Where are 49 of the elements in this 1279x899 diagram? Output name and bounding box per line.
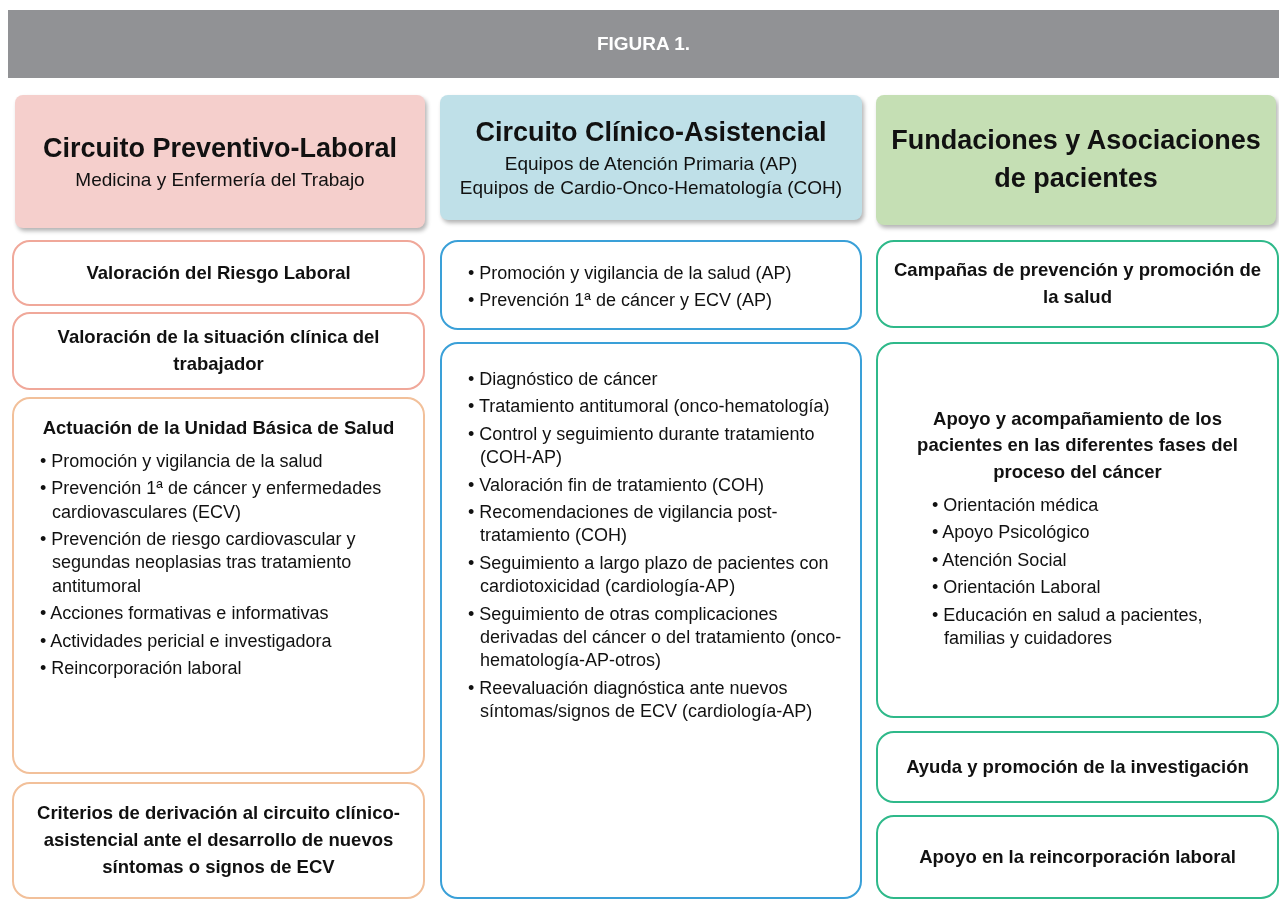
box-heading: Ayuda y promoción de la investigación bbox=[905, 754, 1250, 779]
bullet-item: • Atención Social bbox=[932, 548, 1068, 572]
box-heading: Apoyo y acompañamiento de los pacientes en las diferentes fases del proceso del cáncer bbox=[916, 406, 1239, 485]
column-heading: Circuito Clínico-Asistencial bbox=[475, 115, 827, 149]
subtitle-text: Equipos de Atención Primaria (AP) bbox=[504, 151, 798, 176]
rounded-box bbox=[876, 240, 1279, 328]
bullet-item: • Control y seguimiento durante tratamiento (COH-AP) bbox=[468, 422, 816, 470]
bullet-item: • Promoción y vigilancia de la salud (AP) bbox=[468, 261, 793, 285]
bullet-item: • Prevención 1ª de cáncer y enfermedades cardiovasculares (ECV) bbox=[40, 477, 383, 524]
rounded-box bbox=[12, 240, 425, 306]
column-header-card bbox=[15, 95, 425, 228]
rounded-box bbox=[12, 782, 425, 899]
box-heading: Valoración del Riesgo Laboral bbox=[85, 260, 352, 285]
bullet-item: • Tratamiento antitumoral (onco-hematología) bbox=[468, 395, 831, 419]
box-heading: Valoración de la situación clínica del trabajador bbox=[56, 325, 381, 376]
bullet-item: • Seguimiento a largo plazo de pacientes con cardiotoxicidad (cardiología-AP) bbox=[468, 551, 830, 599]
bullet-item: • Prevención de riesgo cardiovascular y segundas neoplasias tras tratamiento antitumoral bbox=[40, 528, 357, 598]
bullet-item: • Diagnóstico de cáncer bbox=[468, 368, 659, 391]
column-heading: Fundaciones y Asociaciones de pacientes bbox=[890, 124, 1262, 195]
rounded-box bbox=[876, 342, 1279, 718]
column-header-card bbox=[440, 95, 862, 220]
rounded-box bbox=[12, 397, 425, 774]
bullet-item: • Acciones formativas e informativas bbox=[40, 602, 330, 626]
bullet-item: • Valoración fin de tratamiento (COH) bbox=[468, 473, 766, 497]
rounded-box bbox=[440, 342, 862, 899]
bullet-item: • Educación en salud a pacientes, familias y cuidadores bbox=[932, 603, 1204, 650]
bullet-item: • Apoyo Psicológico bbox=[932, 521, 1091, 545]
bullet-item: • Actividades pericial e investigadora bbox=[40, 629, 333, 653]
box-heading: Campañas de prevención y promoción de la salud bbox=[893, 258, 1262, 309]
rounded-box bbox=[12, 312, 425, 390]
bullet-item: • Reincorporación laboral bbox=[40, 656, 243, 680]
rounded-box bbox=[876, 815, 1279, 899]
bullet-item: • Prevención 1ª de cáncer y ECV (AP) bbox=[468, 289, 774, 312]
bullet-item: • Recomendaciones de vigilancia post-tratamiento (COH) bbox=[468, 500, 779, 548]
bullet-item: • Seguimiento de otras complicaciones derivadas del cáncer o del tratamiento (onco-hematología-AP-otros) bbox=[468, 602, 843, 673]
bullet-item: • Promoción y vigilancia de la salud bbox=[40, 449, 324, 473]
subtitle-text: Medicina y Enfermería del Trabajo bbox=[75, 168, 365, 193]
box-heading: Criterios de derivación al circuito clínico-asistencial ante el desarrollo de nuevos síntomas o signos de ECV bbox=[36, 801, 401, 879]
rounded-box bbox=[876, 731, 1279, 803]
column-heading: Circuito Preventivo-Laboral bbox=[42, 132, 398, 166]
bullet-item: • Reevaluación diagnóstica ante nuevos síntomas/signos de ECV (cardiología-AP) bbox=[468, 676, 814, 724]
box-heading: Actuación de la Unidad Básica de Salud bbox=[41, 416, 396, 440]
rounded-box bbox=[440, 240, 862, 330]
column-header-card bbox=[876, 95, 1276, 225]
subtitle-text: Equipos de Cardio-Onco-Hematología (COH) bbox=[459, 176, 843, 201]
bullet-item: • Orientación médica bbox=[932, 494, 1100, 518]
bullet-item: • Orientación Laboral bbox=[932, 576, 1102, 600]
box-heading: Apoyo en la reincorporación laboral bbox=[918, 844, 1237, 869]
title-banner: FIGURA 1. bbox=[8, 10, 1279, 78]
